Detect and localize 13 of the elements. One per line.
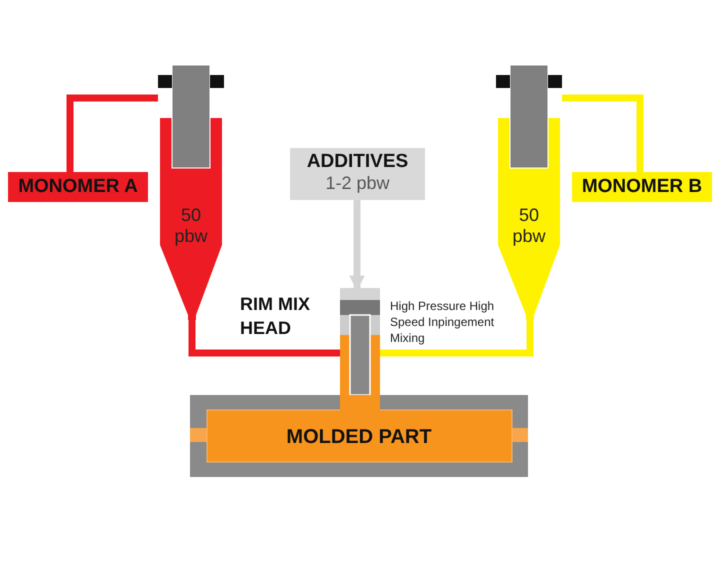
quantity-label: 50 pbw <box>511 205 547 247</box>
monomer-label: MONOMER B <box>572 172 712 202</box>
pipe-line <box>562 94 644 172</box>
pipe-line <box>66 94 158 172</box>
monomer-label: MONOMER A <box>8 172 148 202</box>
mix-head-label: RIM MIX HEAD <box>240 293 311 340</box>
quantity-label: 50 pbw <box>173 205 209 247</box>
pipe-line <box>188 320 340 356</box>
pipe-line <box>380 320 534 356</box>
additives-label: ADDITIVES <box>306 151 410 173</box>
mixing-note: High Pressure High Speed Inpingement Mixing <box>390 298 496 346</box>
part-label: MOLDED PART <box>285 426 433 449</box>
quantity-label: 1-2 pbw <box>324 173 391 194</box>
